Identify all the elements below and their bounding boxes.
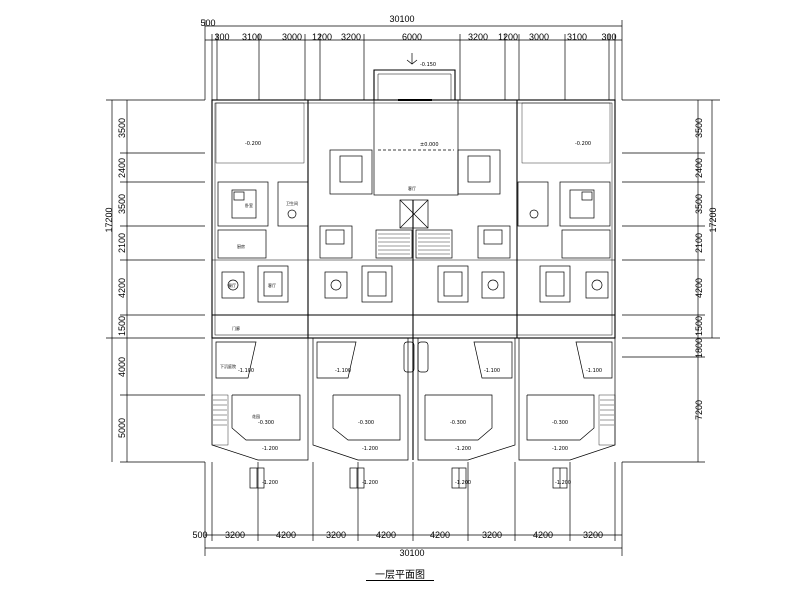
right-dim-label: 1800 (694, 338, 704, 358)
level-mark-court-1: -1.100 (238, 368, 254, 374)
room-label-kitchen: 厨房 (237, 243, 245, 249)
top-dim-label: 1200 (498, 32, 518, 42)
bottom-dim-label: 4200 (276, 530, 296, 540)
central-hall: -0.150 ±0.000 (373, 53, 459, 259)
caption-underline (366, 580, 434, 581)
room-label-living: 客厅 (268, 282, 276, 288)
top-dim-label: 300 (214, 32, 229, 42)
left-dim-label: 3500 (117, 118, 127, 138)
top-dim-label: 1200 (312, 32, 332, 42)
top-dim-label: 3200 (468, 32, 488, 42)
level-mark-garden-2: -0.300 (358, 420, 374, 426)
right-dim-label: 3500 (694, 118, 704, 138)
left-dimension-chain: 17200 3500 2400 3500 2100 4200 1500 4000… (104, 99, 205, 463)
level-mark-court-4: -1.100 (586, 368, 602, 374)
left-dim-label: 2400 (117, 158, 127, 178)
right-dim-label: 2100 (694, 233, 704, 253)
top-dim-label: 500 (200, 18, 215, 28)
right-dim-label: 7200 (694, 400, 704, 420)
drawing-caption: 一层平面图 (375, 570, 425, 581)
left-dim-label: 5000 (117, 418, 127, 438)
left-dim-label: 1500 (117, 316, 127, 336)
level-mark-court-2: -1.100 (335, 368, 351, 374)
top-dim-label: 3000 (282, 32, 302, 42)
bottom-dim-label: 4200 (376, 530, 396, 540)
left-dim-label: 3500 (117, 194, 127, 214)
level-mark-court-3: -1.100 (484, 368, 500, 374)
level-mark-bottom-1: -1.200 (262, 480, 278, 486)
right-dim-label: 4200 (694, 278, 704, 298)
level-mark-step-4: -1.200 (552, 446, 568, 452)
level-mark-entry: -0.150 (420, 62, 436, 68)
right-dim-label: 1500 (694, 316, 704, 336)
bottom-dim-label: 3200 (326, 530, 346, 540)
top-dim-label: 3100 (567, 32, 587, 42)
top-dim-label: 6000 (402, 32, 422, 42)
lower-courtyards: 下沉庭院 花园 -1.100 -1.100 -1.100 -1.100 -0.3… (211, 338, 616, 461)
bottom-dim-label: 3200 (482, 530, 502, 540)
bottom-dim-label: 4200 (533, 530, 553, 540)
left-total-dimension: 17200 (104, 207, 114, 232)
room-label-bath: 卫生间 (286, 200, 298, 206)
level-mark-step-3: -1.200 (455, 446, 471, 452)
level-mark-hall: ±0.000 (420, 142, 439, 148)
level-mark-bottom-2: -1.200 (362, 480, 378, 486)
room-label-porch: 门廊 (232, 325, 240, 331)
bottom-dim-label: 500 (192, 530, 207, 540)
bottom-dim-label: 4200 (430, 530, 450, 540)
right-total-dimension: 17200 (708, 207, 718, 232)
room-label-dining: 餐厅 (228, 282, 236, 288)
level-mark-garden-3: -0.300 (450, 420, 466, 426)
overall-dimension-top: 30100 (389, 14, 414, 24)
right-dim-label: 3500 (694, 194, 704, 214)
level-mark-step-1: -1.200 (262, 446, 278, 452)
room-label-courtyard: 下沉庭院 (220, 363, 236, 369)
left-dim-label: 2100 (117, 233, 127, 253)
level-mark-garden-4: -0.300 (552, 420, 568, 426)
bottom-dim-label: 3200 (583, 530, 603, 540)
overall-dimension-bottom: 30100 (399, 548, 424, 558)
bottom-dim-label: 3200 (225, 530, 245, 540)
top-dim-label: 3200 (341, 32, 361, 42)
left-dim-label: 4200 (117, 278, 127, 298)
room-label-bedroom: 卧室 (245, 202, 253, 208)
living-dining-row: 餐厅 客厅 门廊 (221, 265, 609, 331)
right-dimension-chain: 17200 3500 2400 3500 2100 4200 1500 1800… (622, 99, 720, 463)
top-dim-label: 3000 (529, 32, 549, 42)
building-outline (211, 69, 616, 460)
level-mark-garden-1: -0.300 (258, 420, 274, 426)
top-dim-label: 300 (601, 32, 616, 42)
level-mark-step-2: -1.200 (362, 446, 378, 452)
bottom-dimension-chain: 500 3200 4200 3200 4200 4200 3200 4200 3… (192, 462, 623, 558)
level-mark-terrace-right: -0.200 (575, 141, 591, 147)
right-dim-label: 2400 (694, 158, 704, 178)
left-dim-label: 4000 (117, 357, 127, 377)
level-mark-bottom-4: -1.200 (555, 480, 571, 486)
top-dimension-chain: 30100 500 300 3100 3000 1200 3200 6000 3… (200, 14, 623, 100)
top-dim-label: 3100 (242, 32, 262, 42)
rooms-upper: -0.200 -0.200 卧室 卫生间 厨房 客厅 (215, 102, 611, 259)
room-label-hall: 客厅 (408, 185, 416, 191)
level-mark-terrace-left: -0.200 (245, 141, 261, 147)
room-label-garden: 花园 (252, 413, 260, 419)
level-mark-bottom-3: -1.200 (455, 480, 471, 486)
exterior-entries: -1.200 -1.200 -1.200 -1.200 (249, 467, 571, 489)
